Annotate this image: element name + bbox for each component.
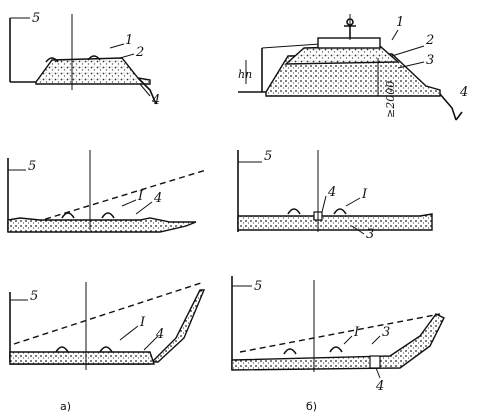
leader-4 — [375, 367, 381, 379]
label-height: hп — [238, 68, 252, 81]
leader-3 — [351, 225, 365, 235]
rails — [61, 212, 115, 219]
leader-4 — [135, 201, 153, 215]
leader-3 — [397, 61, 425, 69]
ground-slope — [231, 313, 445, 371]
label-roman1: I — [361, 187, 368, 202]
label-4: 4 — [459, 85, 468, 100]
label-5: 5 — [28, 159, 36, 174]
panel-b2: 5 I 4 3 — [237, 149, 433, 242]
ballast-prism — [35, 57, 151, 85]
label-4: 4 — [151, 93, 160, 108]
dashed-line — [13, 281, 205, 345]
label-4: 4 — [375, 379, 384, 394]
dashed-line — [25, 169, 207, 226]
leader-1 — [109, 43, 125, 49]
label-5: 5 — [264, 149, 272, 164]
label-1: 1 — [396, 15, 404, 30]
leader-roman1 — [119, 325, 139, 341]
ground-base — [9, 351, 155, 365]
label-5: 5 — [32, 11, 40, 26]
label-3: 3 — [382, 325, 390, 340]
panel-a2: 5 I 4 — [7, 150, 207, 233]
rails — [55, 346, 113, 353]
rails — [283, 346, 343, 355]
leader-2 — [119, 53, 135, 59]
ballast-prism — [284, 45, 400, 65]
caption-a: а) — [60, 400, 71, 413]
label-roman1: I — [137, 189, 144, 204]
leader-4 — [321, 195, 327, 213]
label-4: 4 — [155, 327, 164, 342]
sleeper — [317, 37, 381, 49]
leader-4 — [143, 335, 159, 351]
rails — [45, 55, 101, 63]
rails — [287, 208, 347, 215]
panel-b3: 5 I 3 4 — [231, 276, 445, 394]
panel-b1: 1 2 3 4 hп ≥2000 — [238, 14, 468, 121]
dashed-line — [239, 313, 441, 353]
label-roman1: I — [139, 315, 146, 330]
label-4: 4 — [327, 185, 336, 200]
label-4: 4 — [153, 191, 162, 206]
ground-base — [7, 217, 197, 233]
label-1: 1 — [125, 33, 133, 48]
top-line — [261, 43, 321, 49]
leader-roman1 — [343, 335, 353, 345]
leader-roman1 — [121, 199, 137, 207]
label-2: 2 — [425, 33, 434, 48]
ditch-slope — [137, 77, 157, 105]
label-3: 3 — [426, 53, 434, 68]
leader-2 — [391, 45, 425, 57]
ground-base — [237, 213, 433, 231]
panel-a3: 5 I 4 — [9, 281, 206, 370]
drain — [369, 355, 381, 369]
label-5: 5 — [254, 279, 262, 294]
label-2: 2 — [135, 45, 144, 60]
leader-roman1 — [345, 197, 361, 207]
leader-1 — [391, 29, 399, 41]
panel-a1: 5 1 2 4 — [9, 11, 160, 108]
label-3: 3 — [366, 227, 374, 242]
leader-4 — [139, 83, 151, 97]
leader-3 — [371, 335, 381, 345]
label-dimension: ≥2000 — [384, 81, 397, 118]
label-roman1: I — [353, 325, 360, 340]
ditch-slope — [439, 93, 463, 121]
label-5: 5 — [30, 289, 38, 304]
caption-b: б) — [306, 400, 317, 413]
